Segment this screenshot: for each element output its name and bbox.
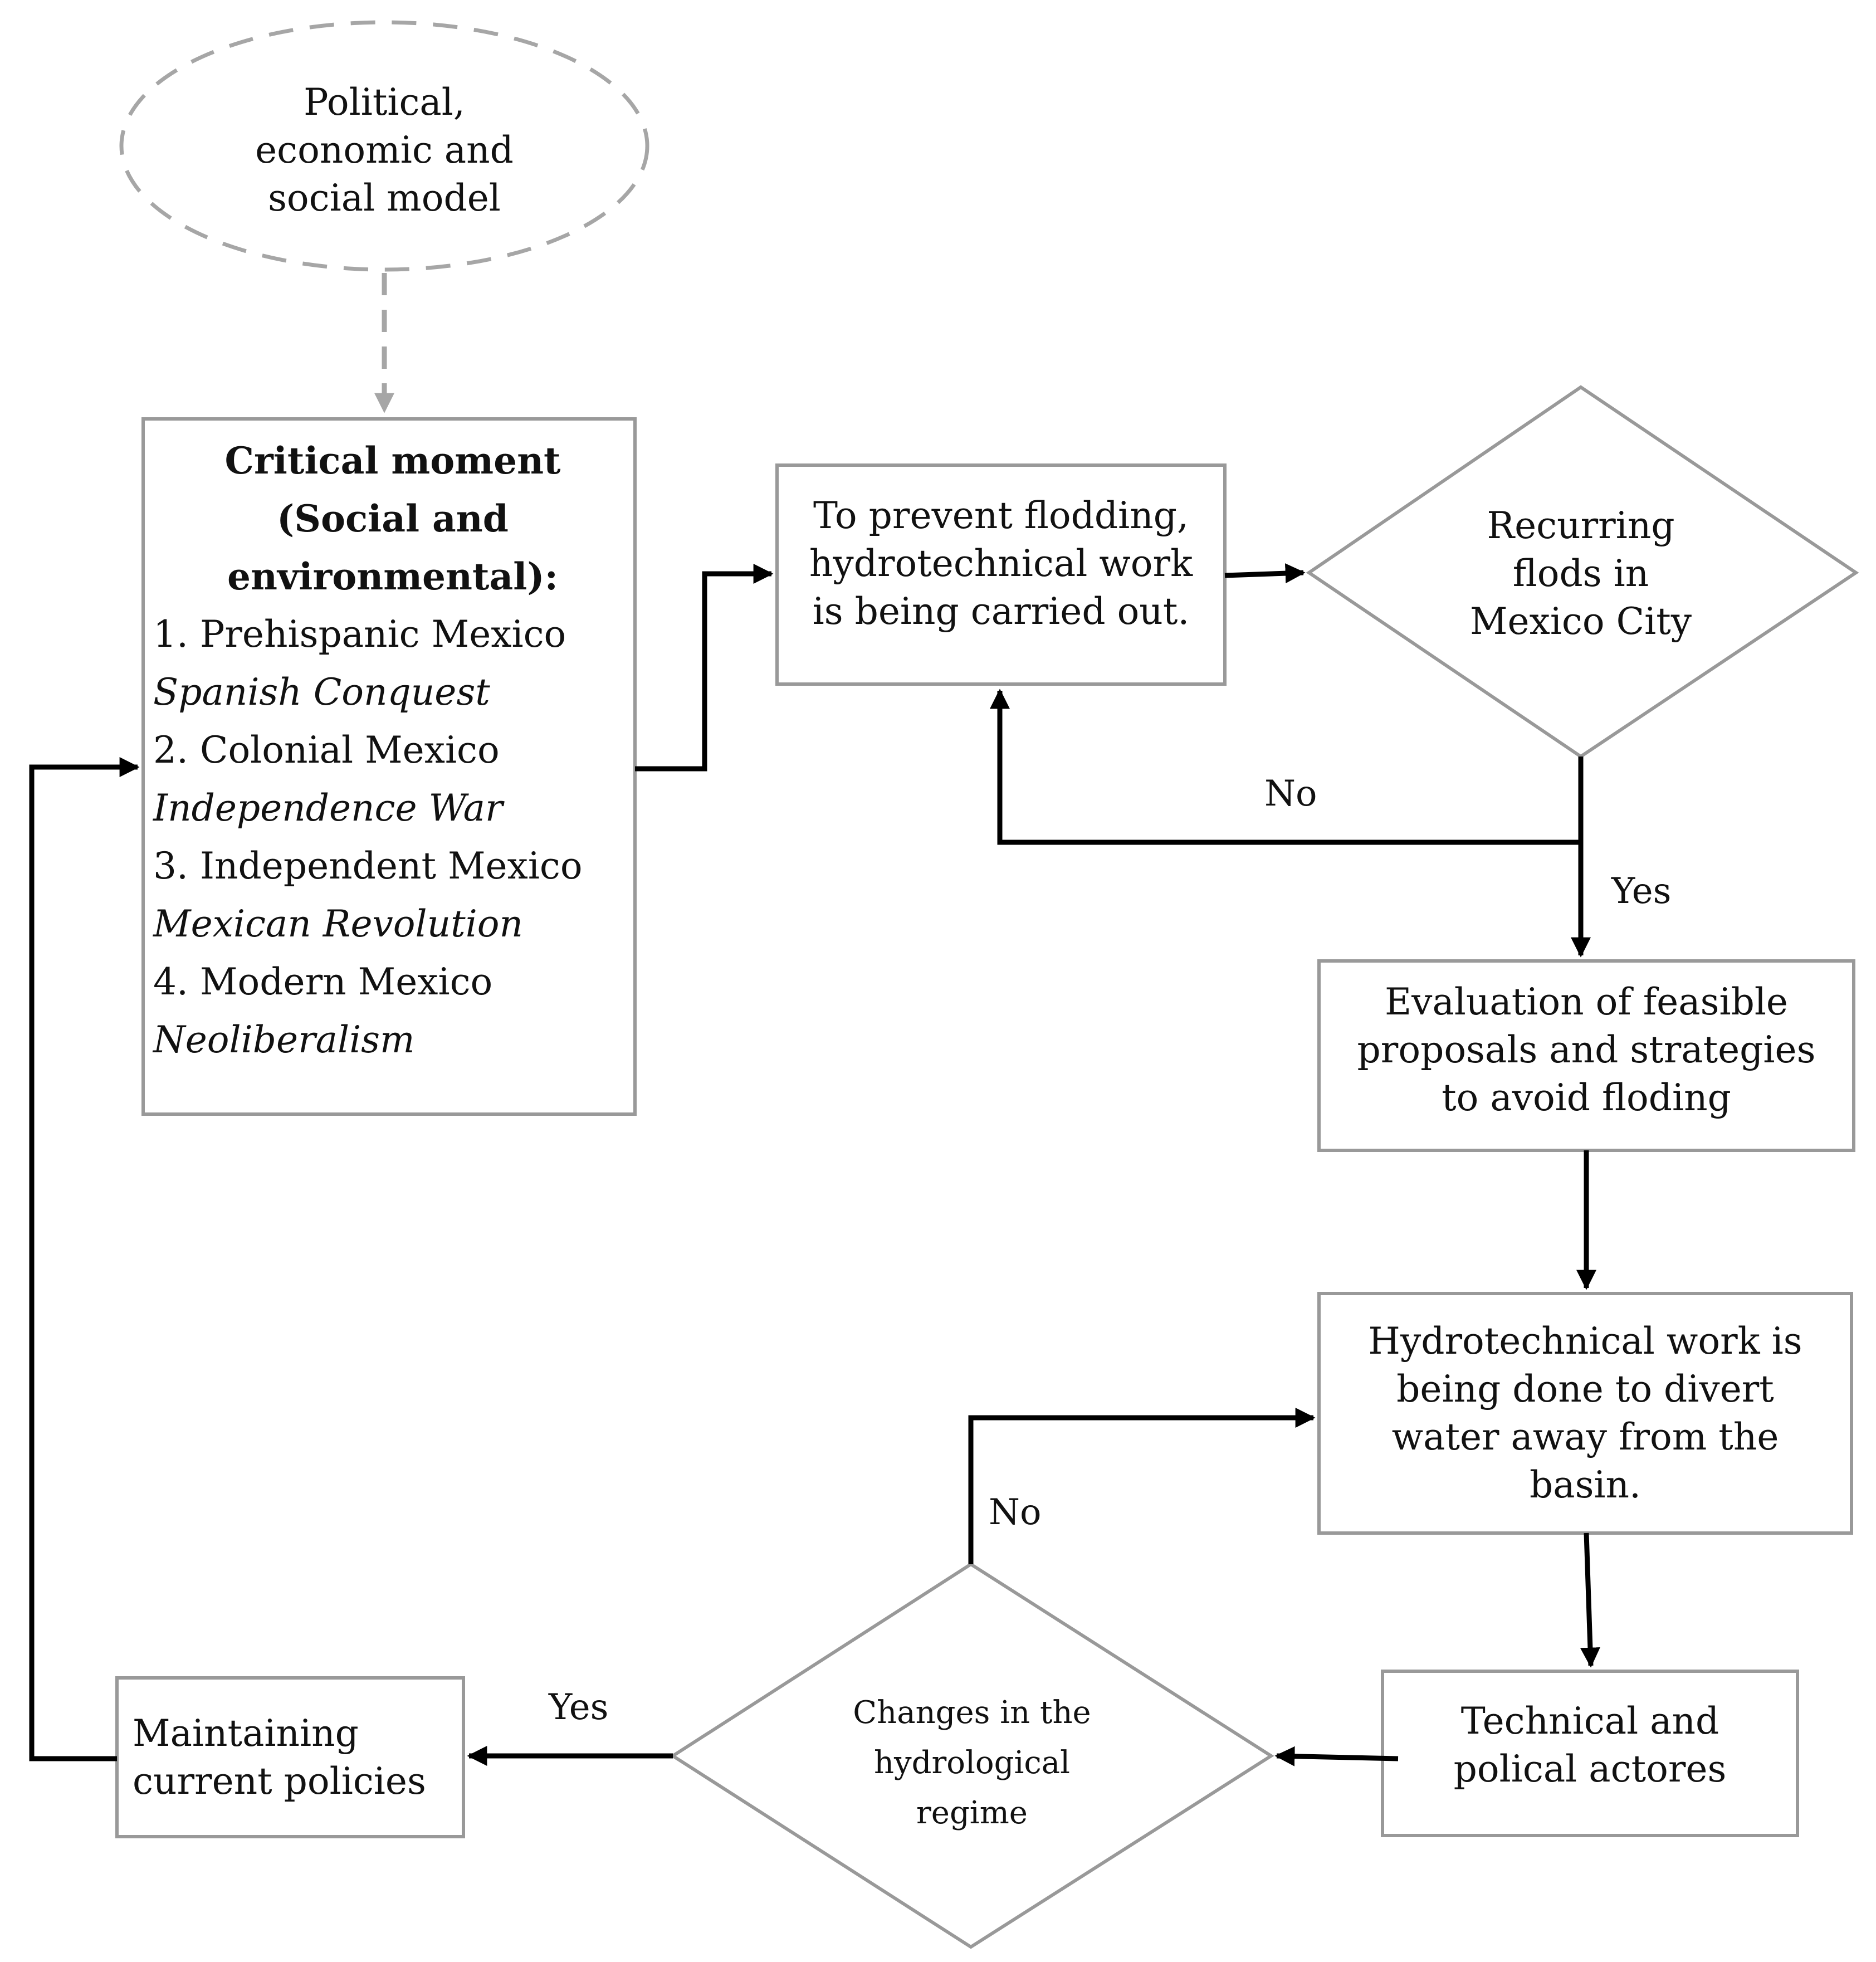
era-transition: Independence War xyxy=(153,787,503,829)
era-item: 3. Independent Mexico xyxy=(153,845,583,887)
prevent-flooding-label: To prevent flodding, hydrotechnical work… xyxy=(809,494,1193,633)
context-ellipse xyxy=(119,20,649,272)
evaluation-label: Evaluation of feasible proposals and str… xyxy=(1357,980,1816,1119)
era-transition: Mexican Revolution xyxy=(153,902,524,945)
maintain-to-critical-loop-arrow xyxy=(29,757,140,1761)
critical-heading-line: Critical moment xyxy=(224,439,561,482)
recurring-no-arrow xyxy=(990,689,1581,845)
era-transition: Neoliberalism xyxy=(153,1018,415,1061)
era-item: 2. Colonial Mexico xyxy=(153,729,500,772)
recurring-yes-label: Yes xyxy=(1611,871,1672,912)
era-item: 1. Prehispanic Mexico xyxy=(153,613,566,656)
hydrological-changes-diamond xyxy=(670,1562,1274,1949)
prevent-to-recurring-arrow xyxy=(1224,563,1306,584)
recurring-no-label: No xyxy=(1264,773,1317,814)
context-label: Political, economic and social model xyxy=(255,81,514,219)
actors-box xyxy=(1381,1670,1799,1837)
changes-no-label: No xyxy=(989,1492,1042,1533)
era-transition: Spanish Conquest xyxy=(153,671,490,714)
critical-to-prevent-arrow xyxy=(635,564,774,772)
divert-water-label: Hydrotechnical work is being done to div… xyxy=(1368,1320,1802,1506)
hydrological-changes-label: Changes in the hydrological regime xyxy=(853,1695,1091,1831)
critical-moment-text: Critical moment (Social and environmenta… xyxy=(153,432,632,1069)
divert-water-box xyxy=(1317,1292,1853,1535)
divert-to-actors-arrow xyxy=(1580,1532,1600,1668)
changes-yes-label: Yes xyxy=(549,1687,609,1728)
critical-heading-line: (Social and xyxy=(277,497,509,540)
recurring-floods-label: Recurring flods in Mexico City xyxy=(1469,504,1692,643)
era-item: 4. Modern Mexico xyxy=(153,960,493,1003)
actors-to-changes-arrow xyxy=(1274,1746,1399,1766)
maintain-policies-label: Maintaining current policies xyxy=(133,1711,426,1803)
critical-heading-line: environmental): xyxy=(227,555,558,598)
actors-label: Technical and polical actores xyxy=(1453,1699,1727,1790)
changes-no-arrow xyxy=(968,1408,1316,1564)
